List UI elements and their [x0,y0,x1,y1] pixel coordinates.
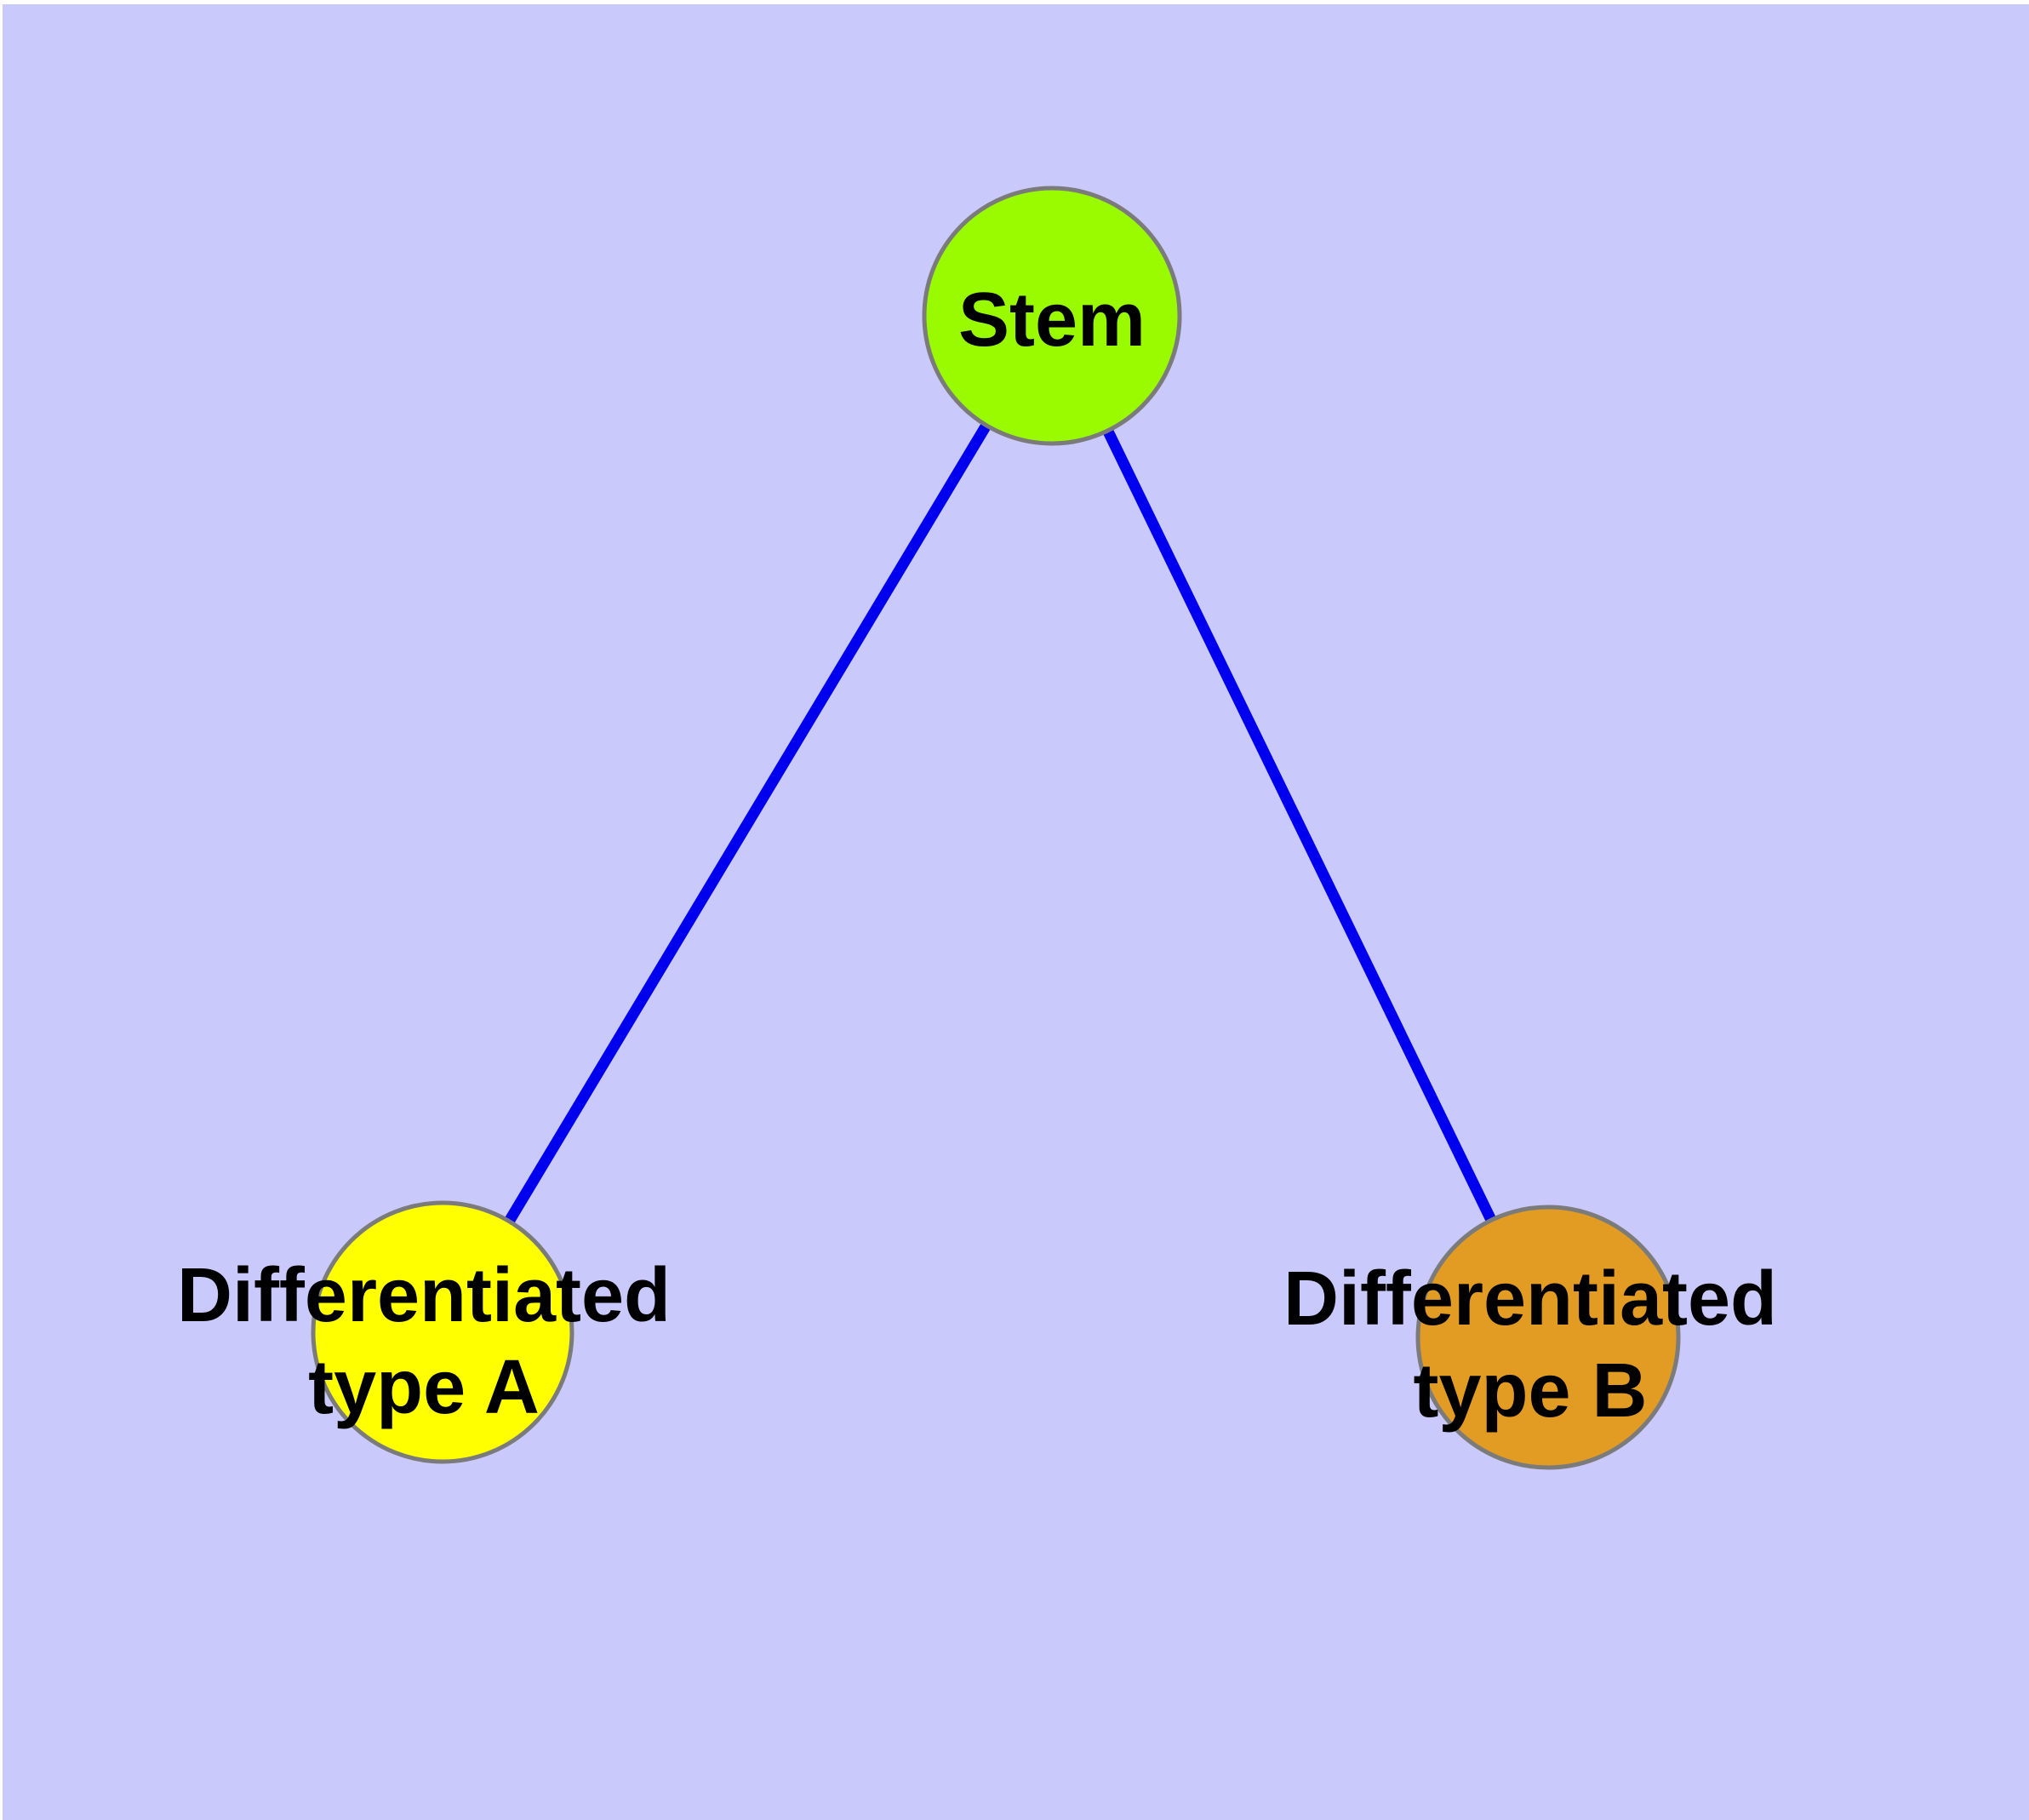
node-stem [922,186,1182,446]
edge-stem-to-type-b [1047,313,1553,1340]
node-type-b-label-line2: type B [1413,1348,1647,1434]
node-differentiated-type-b [1415,1205,1681,1470]
node-type-b-label-line1: Differentiated [1283,1256,1777,1342]
node-stem-label: Stem [958,278,1146,363]
node-type-a-label-line1: Differentiated [177,1253,671,1338]
edge-stem-to-type-a [437,312,1057,1336]
node-type-a-label-line2: type A [308,1345,540,1430]
node-differentiated-type-a [311,1200,574,1464]
